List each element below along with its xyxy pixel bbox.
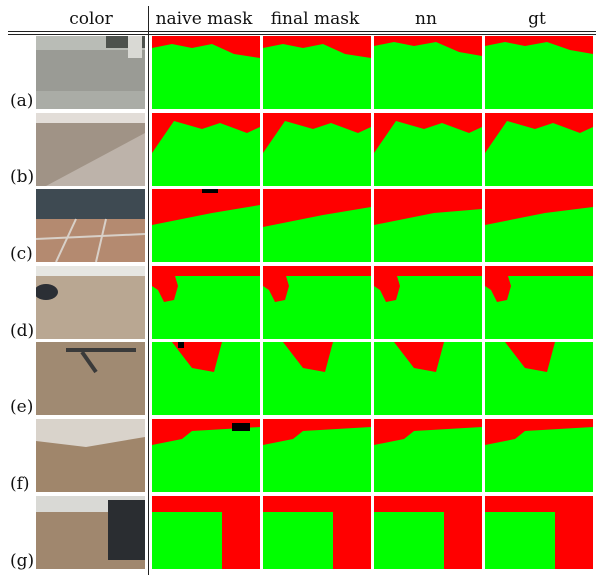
mask-g-naive xyxy=(152,496,260,569)
row-label-e: (e) xyxy=(10,397,34,417)
mask-c-gt xyxy=(485,189,593,262)
mask-b-naive xyxy=(152,113,260,186)
row-label-f: (f) xyxy=(10,474,30,494)
photo-b xyxy=(36,113,145,186)
mask-e-gt xyxy=(485,342,593,415)
mask-e-final xyxy=(263,342,371,415)
mask-e-naive xyxy=(152,342,260,415)
photo-e xyxy=(36,342,145,415)
column-header-naive-mask: naive mask xyxy=(155,9,253,29)
mask-c-final xyxy=(263,189,371,262)
mask-b-gt xyxy=(485,113,593,186)
mask-g-nn xyxy=(374,496,482,569)
photo-c xyxy=(36,189,145,262)
header-rule-top xyxy=(8,31,596,32)
mask-b-nn xyxy=(374,113,482,186)
photo-a xyxy=(36,36,145,109)
column-header-gt: gt xyxy=(528,9,546,29)
mask-d-nn xyxy=(374,266,482,339)
column-header-final-mask: final mask xyxy=(270,9,360,29)
mask-a-naive xyxy=(152,36,260,109)
mask-f-nn xyxy=(374,419,482,492)
mask-a-gt xyxy=(485,36,593,109)
mask-e-nn xyxy=(374,342,482,415)
mask-f-final xyxy=(263,419,371,492)
mask-g-final xyxy=(263,496,371,569)
mask-a-final xyxy=(263,36,371,109)
column-header-color: color xyxy=(69,9,113,29)
mask-d-final xyxy=(263,266,371,339)
column-divider xyxy=(148,6,149,575)
row-label-g: (g) xyxy=(10,551,35,571)
mask-c-nn xyxy=(374,189,482,262)
mask-b-final xyxy=(263,113,371,186)
mask-f-gt xyxy=(485,419,593,492)
mask-d-gt xyxy=(485,266,593,339)
photo-d xyxy=(36,266,145,339)
row-label-b: (b) xyxy=(10,167,35,187)
mask-d-naive xyxy=(152,266,260,339)
header-rule-bottom xyxy=(8,34,596,35)
photo-g xyxy=(36,496,145,569)
mask-f-naive xyxy=(152,419,260,492)
row-label-d: (d) xyxy=(10,321,35,341)
photo-f xyxy=(36,419,145,492)
row-label-a: (a) xyxy=(10,91,34,111)
column-header-nn: nn xyxy=(415,9,437,29)
mask-a-nn xyxy=(374,36,482,109)
mask-c-naive xyxy=(152,189,260,262)
mask-g-gt xyxy=(485,496,593,569)
row-label-c: (c) xyxy=(10,244,33,264)
